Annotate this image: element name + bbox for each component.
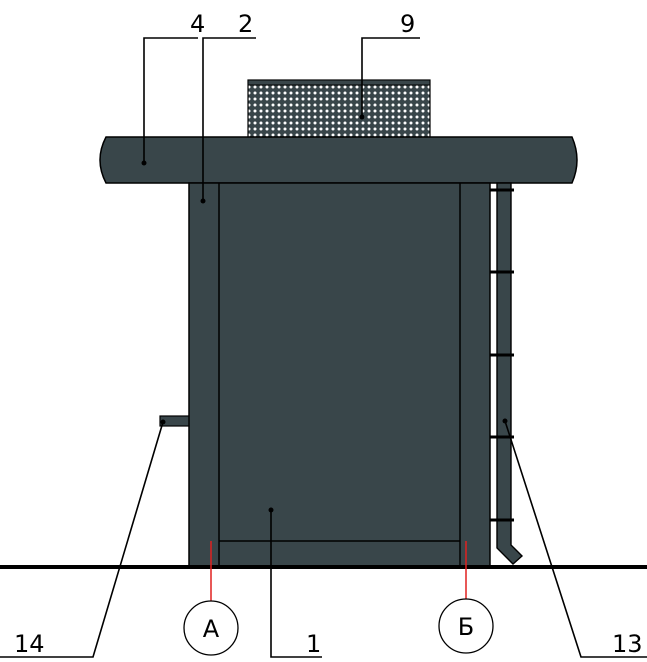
axis-b-circle bbox=[438, 598, 494, 654]
axis-b-label: Б bbox=[458, 613, 474, 641]
callout-4: 4 bbox=[141, 10, 205, 166]
axis-a-label: А bbox=[203, 615, 220, 643]
callout-14: 14 bbox=[0, 419, 166, 658]
callout-9-label: 9 bbox=[400, 10, 415, 38]
ventilation-grille bbox=[247, 79, 431, 139]
callout-13: 13 bbox=[502, 418, 647, 658]
roof-cornice bbox=[99, 136, 578, 184]
callout-13-label: 13 bbox=[612, 630, 643, 658]
kiosk-body bbox=[188, 182, 491, 568]
callout-1-label: 1 bbox=[306, 630, 321, 658]
axis-a-circle bbox=[183, 600, 239, 656]
callout-4-label: 4 bbox=[190, 10, 205, 38]
callout-9: 9 bbox=[359, 10, 420, 120]
drainpipe bbox=[490, 182, 524, 565]
callout-14-label: 14 bbox=[14, 630, 45, 658]
callout-2: 2 bbox=[200, 10, 256, 204]
callout-1: 1 bbox=[268, 507, 322, 658]
callout-2-label: 2 bbox=[238, 10, 253, 38]
